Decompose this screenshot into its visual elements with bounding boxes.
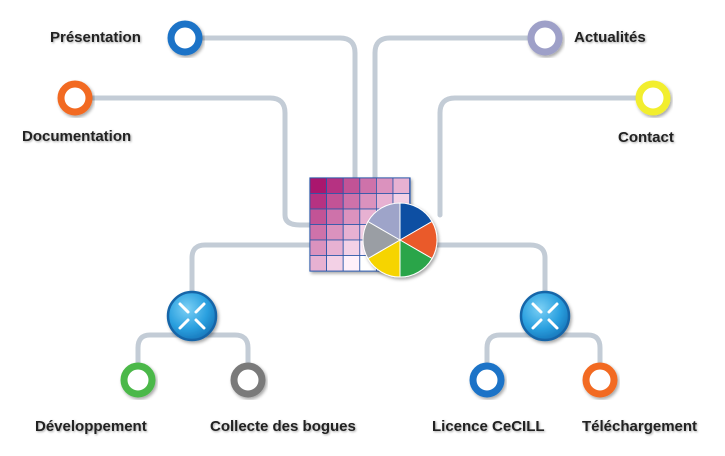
grid-cell: [326, 224, 344, 241]
grid-cell: [342, 208, 361, 225]
grid-cell: [359, 177, 377, 194]
nav-link-presentation[interactable]: Présentation: [50, 29, 141, 46]
grid-cell: [309, 239, 328, 256]
node-ring-documentation[interactable]: [57, 80, 93, 116]
node-ring-actualites[interactable]: [527, 20, 563, 56]
grid-cell: [326, 208, 344, 225]
grid-cell: [342, 255, 361, 272]
nav-link-telechargement[interactable]: Téléchargement: [582, 418, 698, 435]
grid-cell: [309, 193, 328, 210]
node-ring-developpement[interactable]: [120, 362, 156, 398]
grid-cell: [359, 193, 377, 210]
nav-link-licence-cecill[interactable]: Licence CeCILL: [432, 418, 545, 435]
grid-cell: [326, 177, 344, 194]
connector-lines: [72, 35, 656, 383]
node-ring-presentation[interactable]: [167, 20, 203, 56]
nav-link-collecte-des-bogues[interactable]: Collecte des bogues: [210, 418, 356, 435]
grid-cell: [309, 208, 328, 225]
hub-right-arrows-icon[interactable]: [519, 290, 571, 342]
grid-cell: [309, 224, 328, 241]
hub-left-arrows-icon[interactable]: [166, 290, 218, 342]
grid-cell: [342, 239, 361, 256]
grid-cell: [342, 224, 361, 241]
grid-cell: [326, 193, 344, 210]
grid-cell: [326, 239, 344, 256]
node-ring-telechargement[interactable]: [582, 362, 618, 398]
grid-cell: [309, 255, 328, 272]
nav-link-documentation[interactable]: Documentation: [22, 128, 132, 145]
node-ring-collecte[interactable]: [230, 362, 266, 398]
node-ring-licence[interactable]: [469, 362, 505, 398]
nav-link-actualites[interactable]: Actualités: [574, 29, 646, 46]
node-ring-contact[interactable]: [635, 80, 671, 116]
grid-cell: [375, 177, 394, 194]
grid-cell: [342, 177, 361, 194]
center-pie-chart-icon: [362, 202, 438, 278]
nav-link-contact[interactable]: Contact: [618, 129, 674, 146]
nav-link-developpement[interactable]: Développement: [35, 418, 147, 435]
grid-cell: [392, 177, 411, 194]
grid-cell: [326, 255, 344, 272]
grid-cell: [309, 177, 328, 194]
pie-slice: [367, 202, 401, 241]
grid-cell: [342, 193, 361, 210]
